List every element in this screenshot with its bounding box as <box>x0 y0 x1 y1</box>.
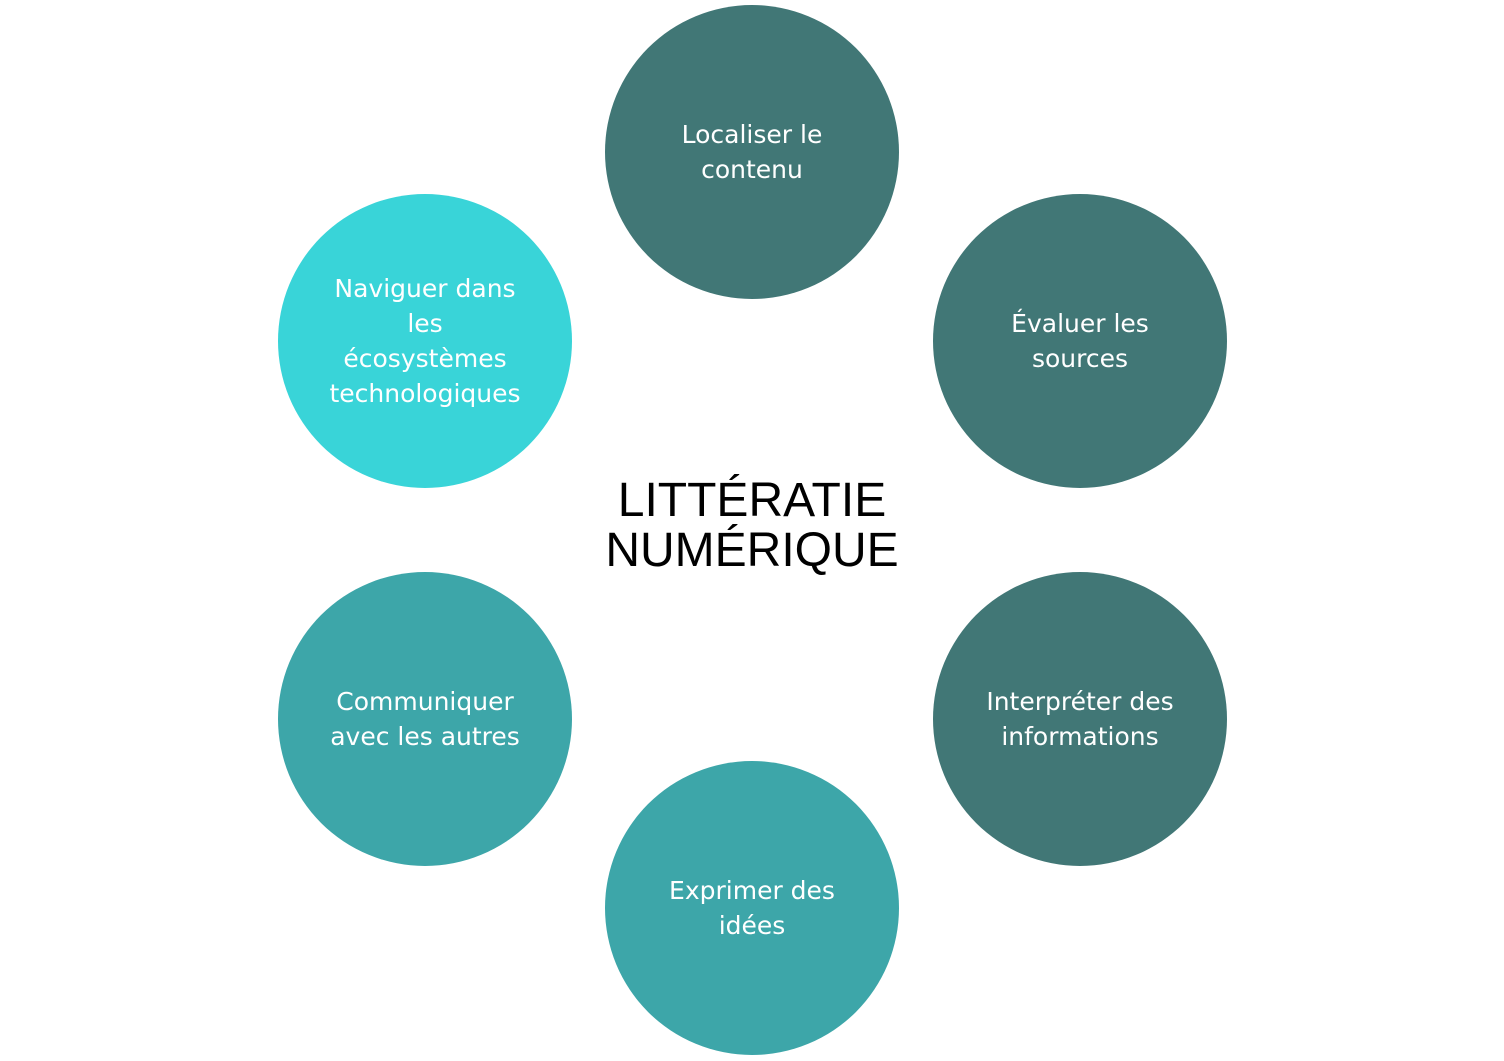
center-title: LITTÉRATIE NUMÉRIQUE <box>605 474 899 577</box>
node-communiquer: Communiquer avec les autres <box>278 572 572 866</box>
node-localiser: Localiser le contenu <box>605 5 899 299</box>
node-label-exprimer: Exprimer des idées <box>669 876 835 940</box>
node-label-evaluer: Évaluer les sources <box>1011 309 1149 373</box>
node-label-interpreter: Interpréter des informations <box>986 687 1174 751</box>
node-naviguer: Naviguer dans les écosystèmes technologi… <box>278 194 572 488</box>
node-label-communiquer: Communiquer avec les autres <box>330 687 520 751</box>
node-interpreter: Interpréter des informations <box>933 572 1227 866</box>
node-exprimer: Exprimer des idées <box>605 761 899 1055</box>
node-evaluer: Évaluer les sources <box>933 194 1227 488</box>
node-label-naviguer: Naviguer dans les écosystèmes technologi… <box>329 274 521 408</box>
node-label-localiser: Localiser le contenu <box>681 120 823 184</box>
